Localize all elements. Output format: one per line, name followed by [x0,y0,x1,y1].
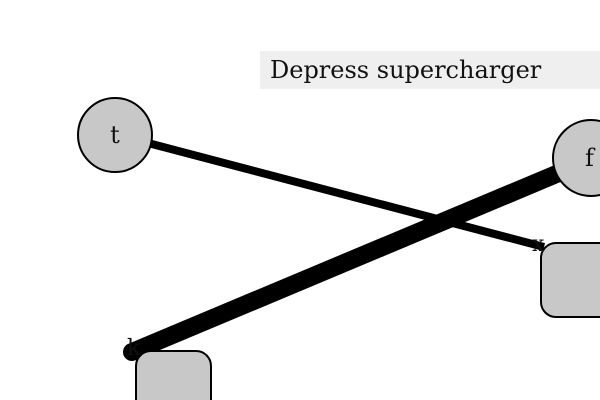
node-t-label: t [110,121,120,149]
port-label-k: k [127,336,141,361]
target-box-right[interactable] [540,242,600,318]
port-label-x: x [532,232,545,257]
instruction-title[interactable]: Depress supercharger [260,51,600,89]
node-t[interactable]: t [77,97,153,173]
target-box-left[interactable] [135,350,212,400]
node-f-label: f [585,144,594,172]
edge-f-to-k[interactable] [123,161,575,361]
edge-t-to-x[interactable] [146,139,546,251]
